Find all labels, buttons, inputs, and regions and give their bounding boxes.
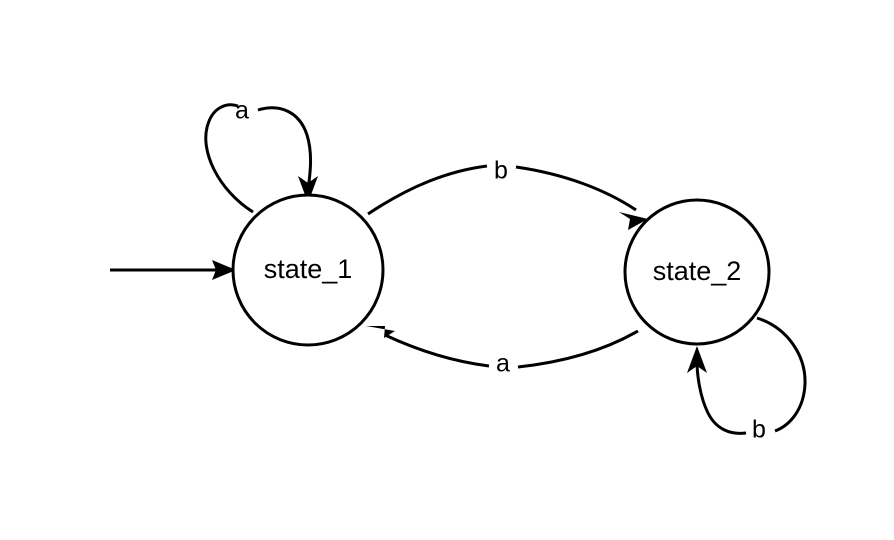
initial-state-arrow <box>110 260 236 280</box>
transition-label-state2-state1: a <box>496 350 510 378</box>
self-loop-state1-path-left <box>204 103 254 214</box>
transition-label-state2-self: b <box>752 416 766 444</box>
edge-state1-state2-path-left <box>367 164 488 216</box>
state-node-state_1-label: state_1 <box>264 254 353 284</box>
self-loop-state1-arrowhead-icon <box>298 176 318 203</box>
state-node-state_2-label: state_2 <box>653 256 742 286</box>
transition-label-state1-state2: b <box>494 157 508 185</box>
edge-state2-state1-path-right <box>517 329 639 369</box>
edge-state1-state2-arrowhead-icon <box>619 212 648 230</box>
transition-state1-to-state2[interactable]: b <box>367 157 648 230</box>
transition-state1-to-state1[interactable]: a <box>204 97 318 214</box>
self-loop-state2-path-right <box>756 316 807 433</box>
self-loop-state2-path-left <box>695 360 747 435</box>
self-loop-state1-path-right <box>257 106 312 191</box>
edge-state1-state2-path-right <box>515 165 637 212</box>
edge-state2-state1-arrowhead-icon <box>366 326 395 338</box>
state-node-state_2[interactable]: state_2 <box>623 198 771 346</box>
self-loop-state2-arrowhead-icon <box>687 346 707 373</box>
transition-state2-to-state2[interactable]: b <box>687 316 807 444</box>
state-node-state_1[interactable]: state_1 <box>231 193 385 347</box>
transition-label-state1-self: a <box>235 97 249 125</box>
edge-state2-state1-path-left <box>384 333 490 368</box>
transition-state2-to-state1[interactable]: a <box>366 326 639 378</box>
initial-state-arrowhead-icon <box>212 260 236 280</box>
state-node-state_2-circle[interactable] <box>623 198 771 346</box>
state-node-state_1-circle[interactable] <box>231 193 385 347</box>
